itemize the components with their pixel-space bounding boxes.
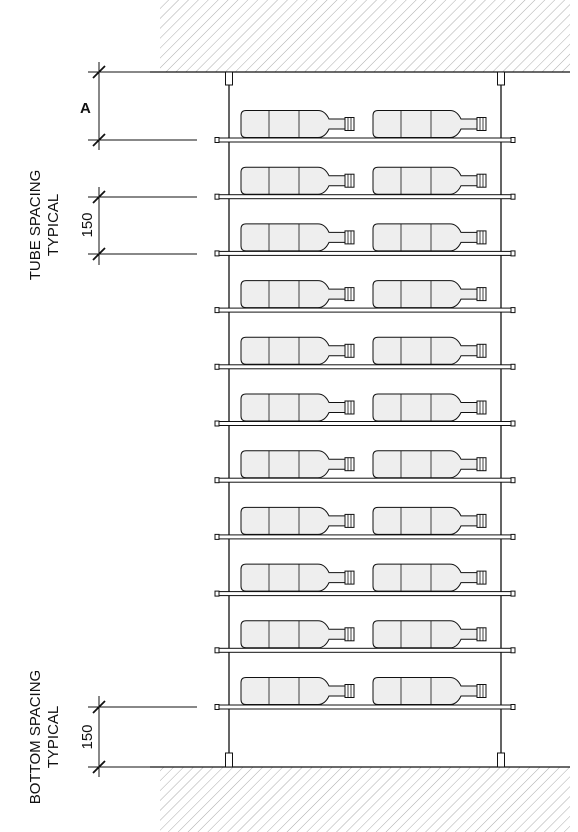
wine-bottle: [240, 393, 355, 422]
shelf: [214, 223, 516, 257]
tube-end-cap: [510, 137, 516, 143]
shelf-tube: [216, 250, 514, 256]
shelf-tube: [216, 647, 514, 653]
shelf-tube: [216, 704, 514, 710]
wine-bottle: [240, 280, 355, 309]
bottom-spacing-label-line1: BOTTOM SPACING: [27, 670, 44, 804]
tube-end-cap: [214, 420, 220, 427]
dimension-a: [88, 62, 197, 150]
shelf: [214, 393, 516, 427]
shelf-tube: [216, 534, 514, 540]
wine-bottle: [240, 620, 355, 649]
dimension-bottom-label: 150: [79, 724, 96, 749]
tube-end-cap: [510, 647, 516, 654]
dimension-tube-spacing: [88, 187, 197, 265]
wine-bottle: [240, 450, 355, 479]
tube-end-cap: [214, 704, 220, 710]
tube-spacing-label-line1: TUBE SPACING: [27, 170, 44, 281]
shelf: [214, 620, 516, 654]
wine-bottle: [372, 280, 487, 309]
wine-bottle: [240, 563, 355, 592]
shelf: [214, 336, 516, 370]
shelf-tube: [216, 477, 514, 483]
wine-bottle: [372, 620, 487, 649]
wine-bottle: [372, 450, 487, 479]
ceiling-hatch: [160, 0, 570, 72]
shelf: [214, 677, 516, 710]
tube-end-cap: [510, 193, 516, 200]
tube-end-cap: [214, 137, 220, 143]
tube-end-cap: [510, 590, 516, 597]
wine-bottle: [372, 223, 487, 252]
shelf-tube: [216, 591, 514, 597]
tube-end-cap: [214, 533, 220, 540]
tube-end-cap: [510, 477, 516, 484]
bottom-spacing-label-line2: TYPICAL: [45, 706, 62, 769]
dimension-bottom-spacing: [88, 696, 197, 777]
floor-anchor-right: [497, 752, 505, 768]
wine-bottle: [372, 110, 487, 138]
shelf-tube: [216, 137, 514, 143]
tube-end-cap: [214, 250, 220, 257]
tube-end-cap: [510, 250, 516, 257]
dimension-tube-label: 150: [79, 212, 96, 237]
wine-bottle: [240, 166, 355, 195]
shelves-group: [214, 110, 516, 710]
wine-bottle: [372, 506, 487, 535]
wine-bottle: [240, 677, 355, 705]
ceiling-anchor-left: [225, 71, 233, 86]
tube-end-cap: [214, 307, 220, 314]
tube-end-cap: [510, 420, 516, 427]
wine-bottle: [372, 166, 487, 195]
shelf-tube: [216, 364, 514, 370]
shelf-tube: [216, 421, 514, 426]
tube-end-cap: [214, 363, 220, 370]
tube-spacing-label-line2: TYPICAL: [45, 194, 62, 257]
shelf: [214, 110, 516, 143]
shelf: [214, 280, 516, 314]
shelf: [214, 166, 516, 200]
ceiling-anchor-right: [497, 71, 505, 86]
floor-anchor-left: [225, 752, 233, 768]
tube-end-cap: [214, 193, 220, 200]
tube-end-cap: [510, 363, 516, 370]
tube-end-cap: [510, 704, 516, 710]
wine-bottle: [372, 336, 487, 365]
wine-bottle: [372, 563, 487, 592]
tube-end-cap: [510, 307, 516, 314]
wine-bottle: [240, 110, 355, 138]
shelf: [214, 563, 516, 597]
wine-bottle: [240, 506, 355, 535]
wine-bottle: [240, 223, 355, 252]
tube-end-cap: [510, 533, 516, 540]
shelf: [214, 450, 516, 484]
shelf-tube: [216, 307, 514, 313]
floor-hatch: [160, 767, 570, 832]
wine-bottle: [372, 393, 487, 422]
wine-bottle: [372, 677, 487, 705]
dimension-a-label: A: [80, 100, 91, 117]
shelf-tube: [216, 194, 514, 200]
tube-end-cap: [214, 590, 220, 597]
shelf: [214, 506, 516, 540]
tube-end-cap: [214, 477, 220, 484]
wine-bottle: [240, 336, 355, 365]
tube-end-cap: [214, 647, 220, 654]
